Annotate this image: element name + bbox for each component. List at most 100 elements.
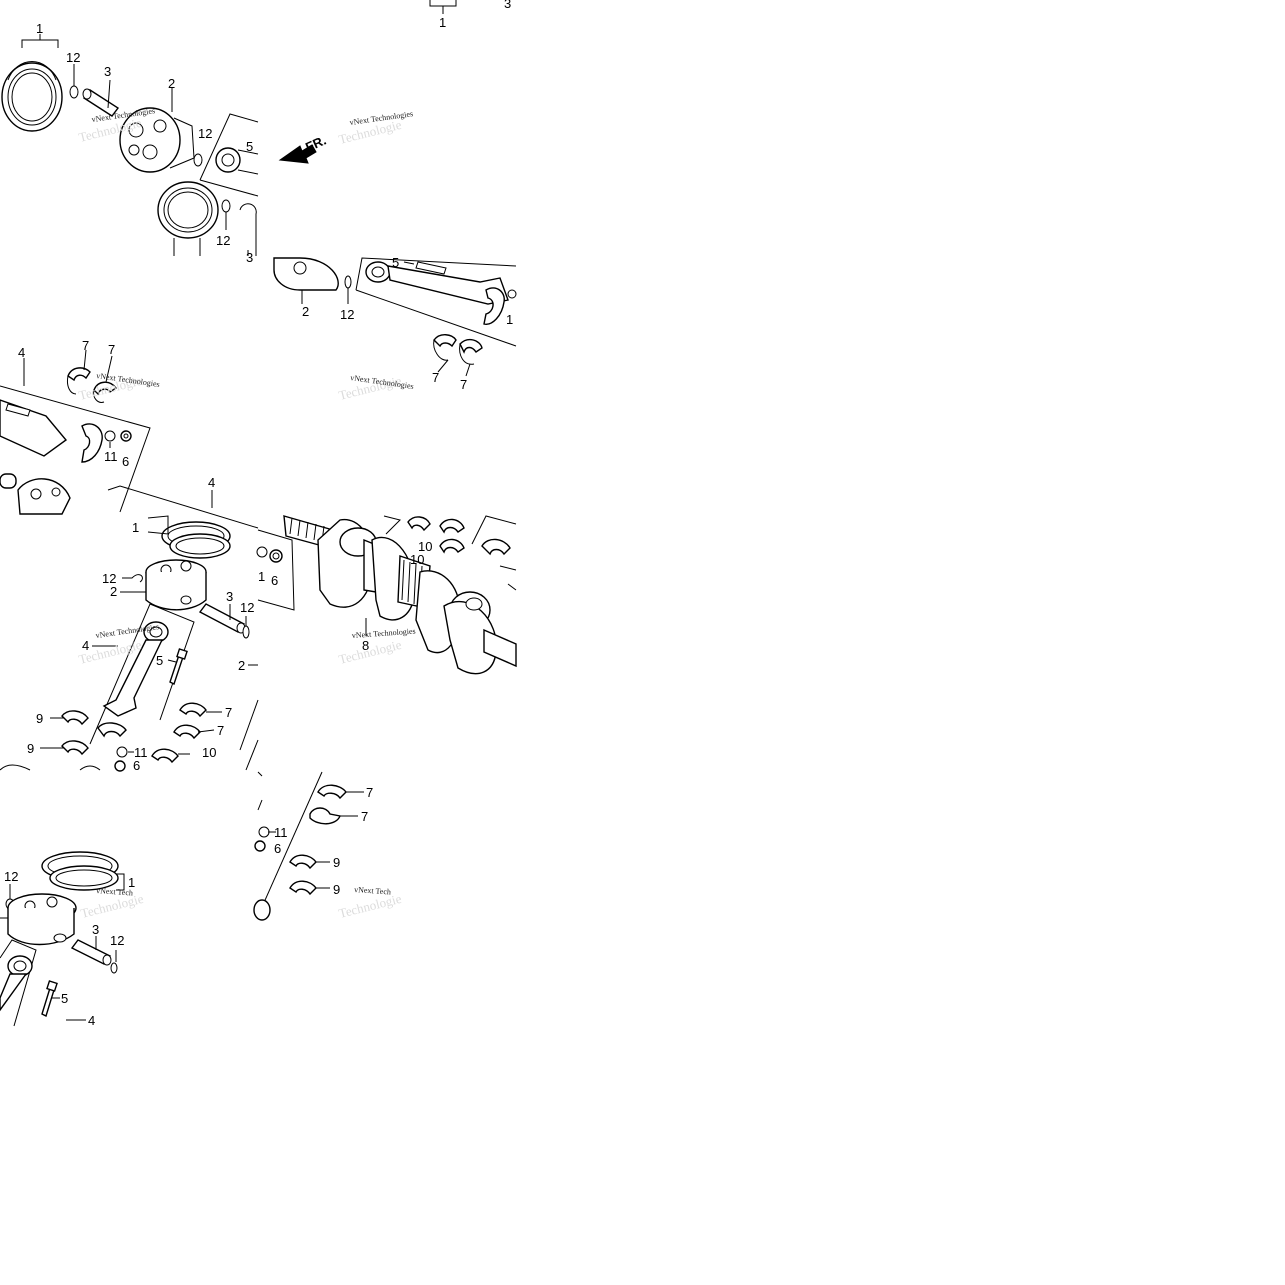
direction-label: FR. xyxy=(303,133,328,155)
bearing-shell xyxy=(151,748,179,764)
callout-8: 8 xyxy=(362,638,369,653)
connecting-rod xyxy=(365,261,509,305)
watermark-shadow: Technologie xyxy=(337,637,403,667)
bearing-shell xyxy=(289,880,317,896)
callout-9: 9 xyxy=(333,882,340,897)
bearing-cap xyxy=(81,423,103,463)
bearing-shell xyxy=(407,516,431,532)
piston-ring-set xyxy=(157,181,219,239)
watermark: vNext Technologies xyxy=(352,627,416,640)
callout-4: 4 xyxy=(82,638,89,653)
callout-12: 12 xyxy=(340,307,354,322)
circlip xyxy=(69,85,79,99)
watermark-shadow: Technologie xyxy=(337,891,403,921)
callout-12: 12 xyxy=(4,869,18,884)
callout-12: 12 xyxy=(110,933,124,948)
bearing-shell xyxy=(173,724,201,740)
callout-4: 4 xyxy=(208,475,215,490)
piston xyxy=(145,559,207,611)
circlip xyxy=(110,962,118,974)
bearing-shell xyxy=(309,807,341,825)
tile-piston-assembly-2: 12 1 3 12 xyxy=(0,851,145,1028)
bearing-shell xyxy=(93,381,118,403)
bearing-shell xyxy=(481,538,511,556)
bearing-cap xyxy=(483,287,505,325)
tile-piston-assembly-1: 1 12 3 2 12 5 xyxy=(1,21,259,265)
callout-5: 5 xyxy=(61,991,68,1006)
callout-3: 3 xyxy=(226,589,233,604)
tile-bearings: 7 7 11 6 9 9 Technologie vNext Tech xyxy=(253,771,403,921)
callout-11: 11 xyxy=(134,745,148,760)
callout-12: 12 xyxy=(102,571,116,586)
callout-7: 7 xyxy=(225,705,232,720)
bearing-shell xyxy=(439,518,465,534)
nut xyxy=(254,840,266,852)
bearing-shell xyxy=(439,538,465,554)
front-arrow-icon xyxy=(278,144,317,164)
callout-7: 7 xyxy=(108,342,115,357)
piston-pin xyxy=(198,603,246,634)
bearing-shell xyxy=(433,334,457,348)
callout-4: 4 xyxy=(18,345,25,360)
callout-3: 3 xyxy=(92,922,99,937)
callout-9: 9 xyxy=(333,855,340,870)
tile-crankshaft: 8 10 10 Technologie vNext Technologies xyxy=(283,515,517,675)
nut xyxy=(114,760,126,772)
piston-ring-set xyxy=(161,521,231,559)
watermark: vNext Tech xyxy=(354,885,391,897)
callout-5: 5 xyxy=(246,139,253,154)
callout-1: 1 xyxy=(128,875,135,890)
callout-10: 10 xyxy=(410,552,424,567)
callout-7: 7 xyxy=(366,785,373,800)
callout-4: 4 xyxy=(88,1013,95,1028)
piston-pin xyxy=(0,473,17,489)
connecting-rod xyxy=(0,955,33,1012)
bearing-shell xyxy=(459,338,483,354)
callout-7: 7 xyxy=(460,377,467,392)
callout-9: 9 xyxy=(27,741,34,756)
callout-12: 12 xyxy=(240,600,254,615)
callout-7: 7 xyxy=(217,723,224,738)
callout-5: 5 xyxy=(156,653,163,668)
connecting-rod-small-end xyxy=(215,147,259,175)
washer xyxy=(258,826,270,838)
bearing-shell xyxy=(317,784,347,800)
callout-3: 3 xyxy=(104,64,111,79)
callout-12: 12 xyxy=(216,233,230,248)
piston-ring-set xyxy=(41,851,119,891)
callout-3: 3 xyxy=(504,0,511,11)
tile-piston-and-rod: 4 1 12 2 3 12 4 xyxy=(0,475,295,773)
callout-7: 7 xyxy=(82,338,89,353)
piston-pin-end xyxy=(253,899,271,921)
connecting-rod-bolt xyxy=(169,648,188,685)
callout-6: 6 xyxy=(274,841,281,856)
watermark: vNext Tech xyxy=(96,886,133,898)
washer xyxy=(116,746,128,758)
callout-10: 10 xyxy=(202,745,216,760)
callout-1: 1 xyxy=(506,312,513,327)
callout-6: 6 xyxy=(122,454,129,469)
callout-2: 2 xyxy=(238,658,245,673)
circlip xyxy=(193,153,203,167)
bearing-shell xyxy=(61,710,89,726)
callout-7: 7 xyxy=(361,809,368,824)
circlip xyxy=(221,199,231,213)
callout-5: 5 xyxy=(392,255,399,270)
piston-pin xyxy=(82,88,120,117)
bearing-shell xyxy=(289,854,317,870)
connecting-rod-bolt xyxy=(41,980,58,1017)
piston xyxy=(17,478,71,515)
callout-11: 11 xyxy=(104,449,118,464)
top-fragment: 1 3 xyxy=(429,0,511,30)
callout-1: 1 xyxy=(439,15,446,30)
callout-12: 12 xyxy=(66,50,80,65)
callout-1: 1 xyxy=(258,569,265,584)
callout-6: 6 xyxy=(271,573,278,588)
callout-2: 2 xyxy=(302,304,309,319)
callout-1: 1 xyxy=(36,21,43,36)
callout-9: 9 xyxy=(36,711,43,726)
callout-2: 2 xyxy=(110,584,117,599)
callout-1: 1 xyxy=(132,520,139,535)
front-direction-indicator: FR. xyxy=(278,133,328,164)
